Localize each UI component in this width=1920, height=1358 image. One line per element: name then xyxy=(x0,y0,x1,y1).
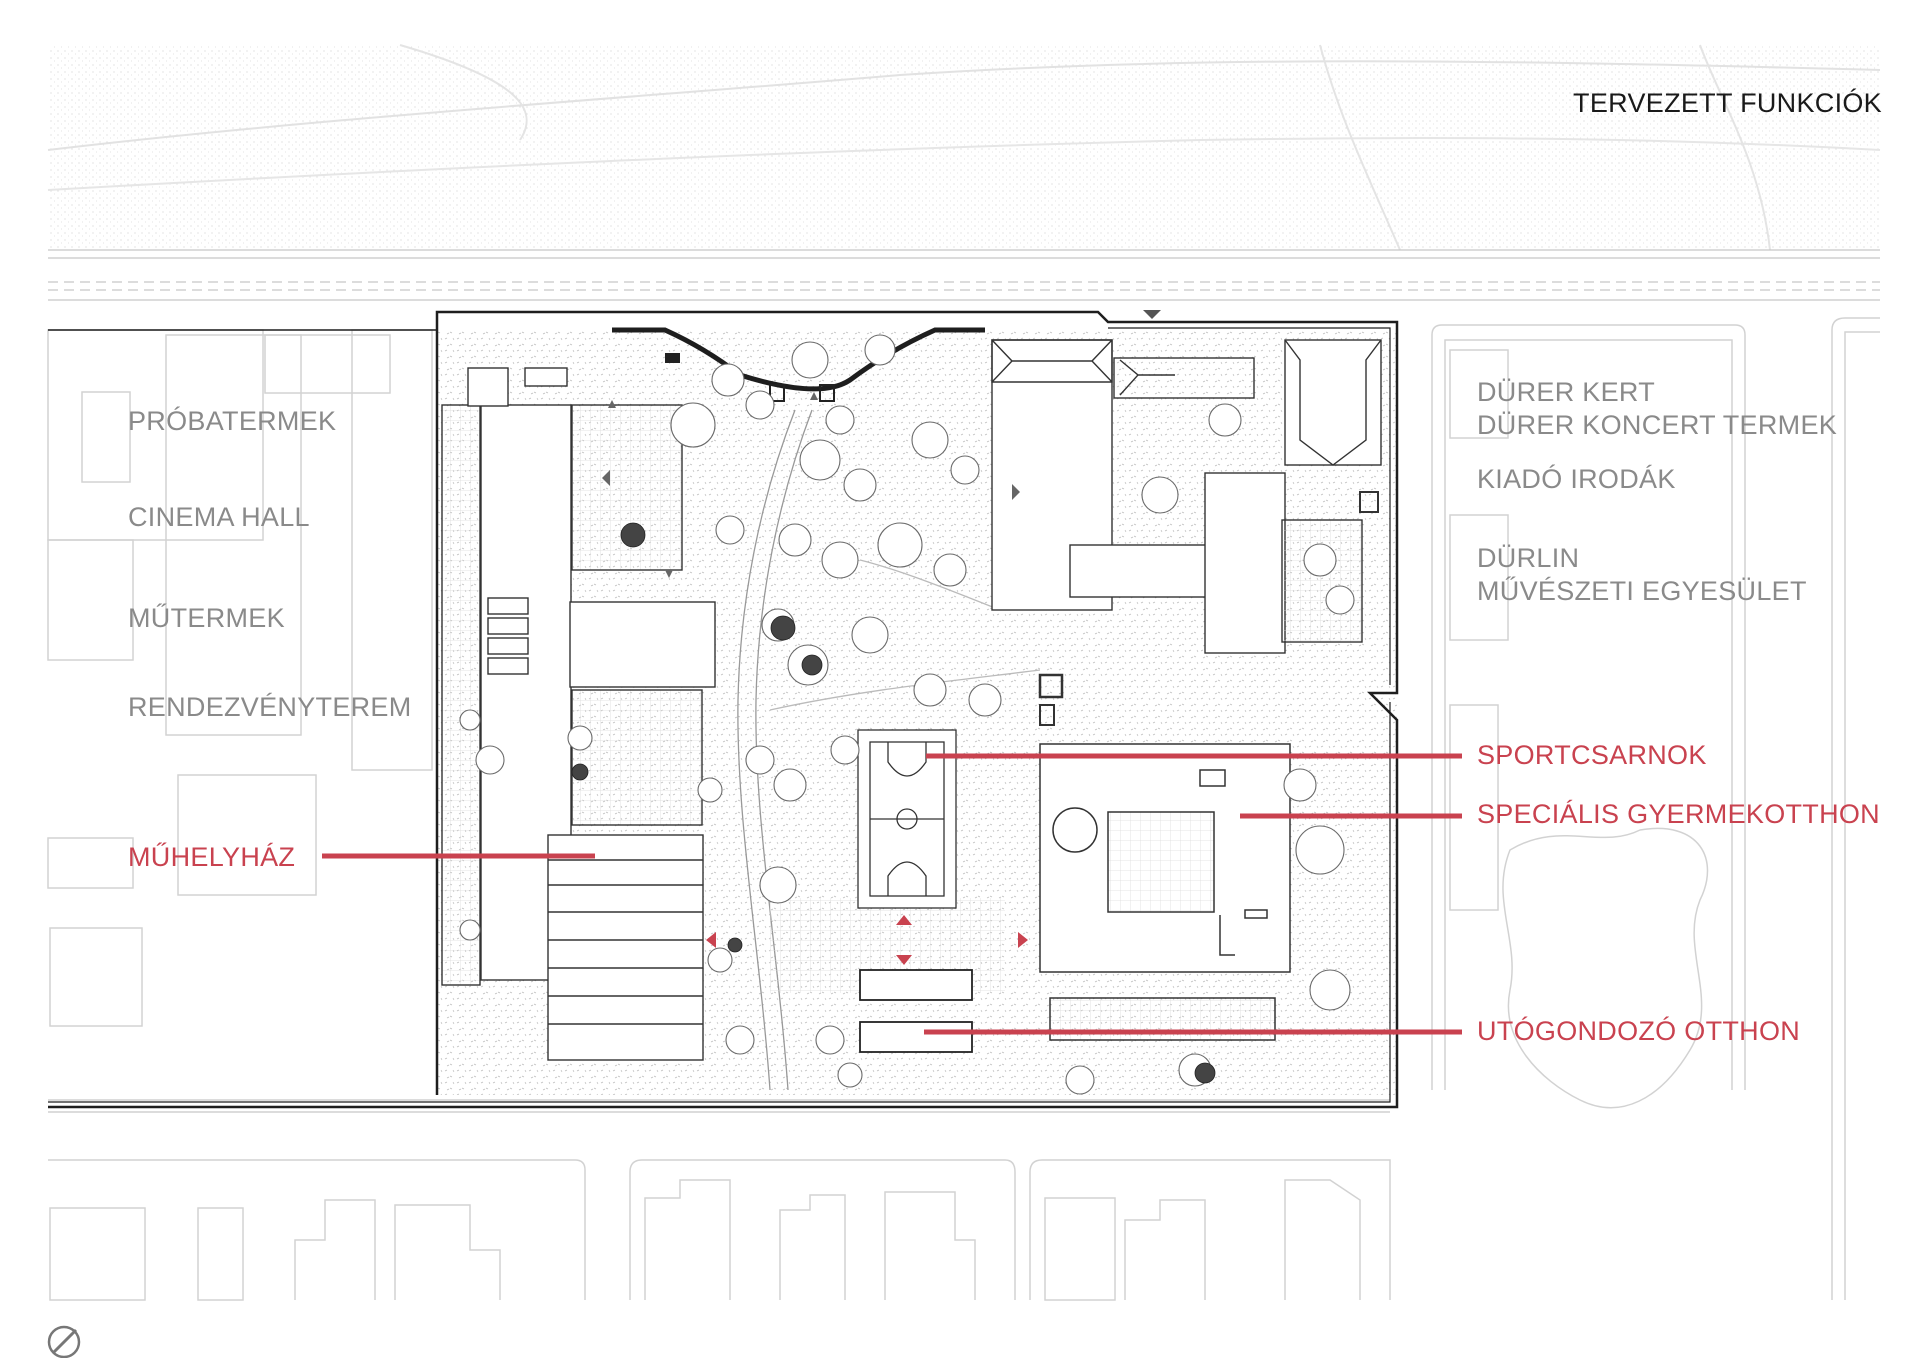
access-arrows xyxy=(706,915,1028,965)
east-neighbour-buildings xyxy=(1431,317,1880,1300)
label-muhelyhaz: MŰHELYHÁZ xyxy=(128,842,296,872)
south-neighbour-buildings xyxy=(48,1159,1391,1301)
label-sportcsarnok: SPORTCSARNOK xyxy=(1477,740,1707,770)
label-kiado-irodak: KIADÓ IRODÁK xyxy=(1477,464,1676,494)
label-muveszeti-egyesulet: MŰVÉSZETI EGYESÜLET xyxy=(1477,576,1807,606)
sports-hall-court xyxy=(857,729,957,909)
label-specialis-gyermekotthon: SPECIÁLIS GYERMEKOTTHON xyxy=(1477,799,1880,829)
dark-trees xyxy=(571,522,1216,1084)
map-title: TERVEZETT FUNKCIÓK xyxy=(1573,88,1882,118)
label-mutermek: MŰTERMEK xyxy=(128,603,285,633)
park-area xyxy=(47,44,1881,251)
road-lines xyxy=(48,249,1880,1113)
label-utogondozo-otthon: UTÓGONDOZÓ OTTHON xyxy=(1477,1016,1801,1046)
label-durlin: DÜRLIN xyxy=(1477,543,1580,573)
leader-lines xyxy=(322,753,1462,1035)
trees xyxy=(459,334,1355,1095)
workshop-building xyxy=(547,834,704,1061)
childrens-home-building xyxy=(1039,743,1291,1041)
label-rendezvenyterem: RENDEZVÉNYTEREM xyxy=(128,692,412,722)
label-cinema-hall: CINEMA HALL xyxy=(128,502,310,532)
label-durer-koncert-termek: DÜRER KONCERT TERMEK xyxy=(1477,410,1838,440)
west-wing-buildings xyxy=(441,367,716,986)
entry-arrows xyxy=(602,392,1020,578)
label-probatermek: PRÓBATERMEK xyxy=(128,406,337,436)
north-east-buildings xyxy=(991,339,1382,726)
compass-icon xyxy=(47,1325,81,1358)
aftercare-home-building xyxy=(859,969,973,1053)
label-durer-kert: DÜRER KERT xyxy=(1477,377,1656,407)
